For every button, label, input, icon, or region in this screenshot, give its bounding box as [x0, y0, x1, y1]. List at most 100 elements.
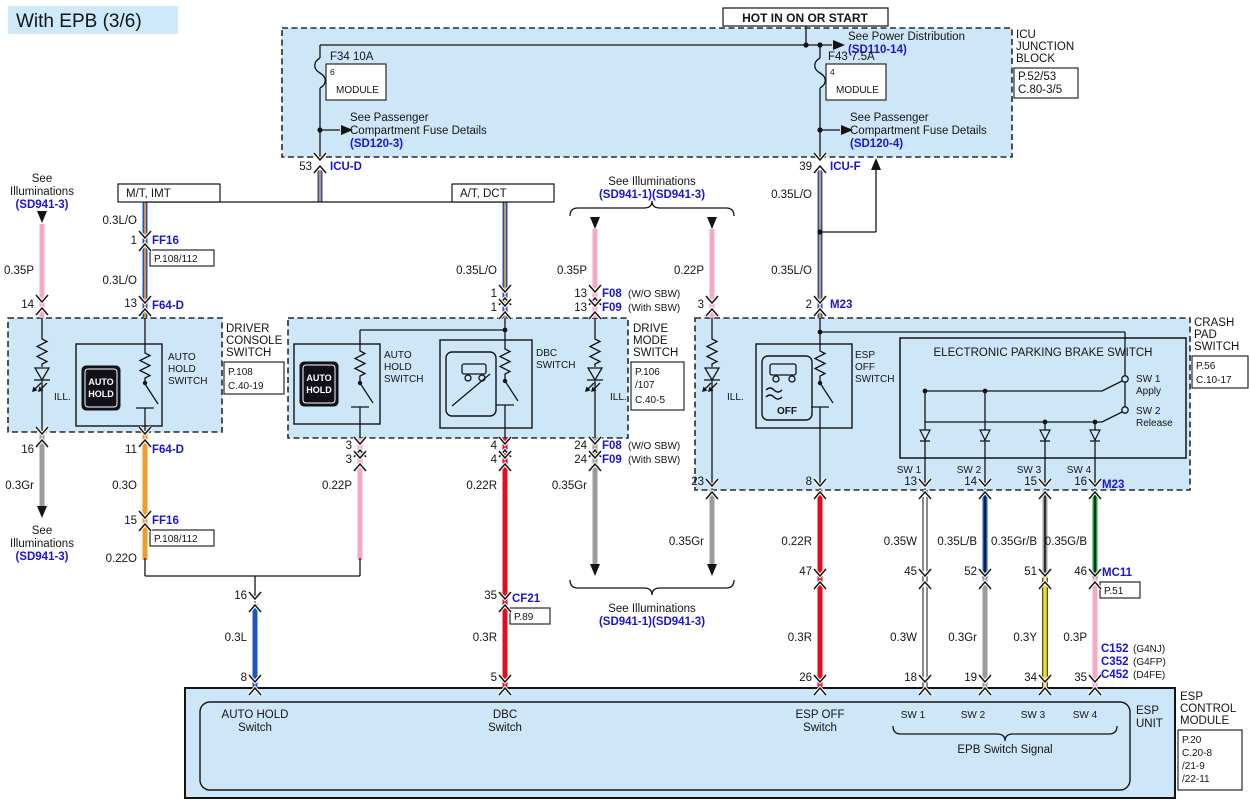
module-name: ESP [1180, 691, 1203, 703]
pin-label: 1 [491, 302, 497, 314]
see-passenger-ref[interactable]: (SD120-3) [350, 138, 403, 150]
page-title: With EPB (3/6) [16, 11, 142, 32]
fuse-module: MODULE [336, 85, 379, 96]
switch-label: SWITCH [855, 374, 894, 385]
see-passenger: See Passenger [850, 112, 929, 124]
pin-label: 14 [21, 299, 34, 311]
auto-hold-button[interactable] [299, 361, 339, 407]
see-illum-ref[interactable]: (SD941-3) [15, 199, 68, 211]
pin-label: 52 [964, 566, 977, 578]
connector-label: F08 [602, 440, 622, 452]
connector-label: ICU-D [330, 161, 362, 173]
see-illum: See [32, 173, 52, 185]
center-illumination-top: See Illuminations (SD941-1)(SD941-3) 0.3… [557, 176, 705, 314]
switch-label: HOLD [168, 364, 196, 375]
see-illum: Illuminations [10, 538, 74, 550]
arrow-down-icon [707, 217, 717, 229]
icu-ref-box [1013, 67, 1079, 99]
illumination-top-left: See Illuminations (SD941-3) 0.35P 14 [4, 173, 74, 311]
sw-col-label: SW 3 [1017, 465, 1042, 476]
esp-off-switch-icon[interactable] [761, 355, 813, 421]
below-crash: 23 0.35Gr 8 0.22R 47 0.3R 26 13 14 15 16… [669, 476, 1166, 684]
see-illum-ref[interactable]: (SD941-3) [15, 551, 68, 563]
esp-input-label: DBC [493, 709, 517, 721]
wire-label: 0.35L/O [456, 265, 497, 277]
pin-label: 13 [574, 302, 587, 314]
ref-box [223, 361, 285, 395]
connector-label: C352 [1101, 656, 1129, 668]
pin-label: 26 [799, 672, 812, 684]
pin-label: 3 [698, 299, 704, 311]
ref-conn: C.20-8 [1182, 748, 1212, 759]
box-name: DRIVER [226, 323, 269, 335]
connector-label: M23 [1102, 479, 1124, 491]
esp-input-label: ESP OFF [796, 709, 845, 721]
driver-console-switch: ILL. AUTO HOLD SWITCH DRIVER CONSOLE SWI… [5, 323, 285, 565]
option-label: A/T, DCT [460, 188, 507, 200]
wire-label: 0.3L [225, 632, 248, 644]
epb-title: ELECTRONIC PARKING BRAKE SWITCH [934, 347, 1153, 359]
symbols [31, 40, 1129, 742]
esp-input-label: Switch [238, 722, 272, 734]
pin-label: 5 [491, 672, 497, 684]
header: With EPB (3/6) HOT IN ON OR START [8, 6, 889, 34]
connector-label: F64-D [152, 300, 184, 312]
pin-label: 53 [299, 161, 312, 173]
auto-hold-button-label: HOLD [88, 389, 114, 399]
switch-label: SWITCH [536, 360, 575, 371]
box-name: CRASH [1194, 317, 1234, 329]
ref-conn: C.40-19 [228, 381, 264, 392]
box-name: MODE [633, 335, 668, 347]
ref-box [1191, 355, 1249, 389]
epb-switch-box [899, 337, 1187, 459]
icu-conn: C.80-3/5 [1018, 84, 1062, 96]
brace-epb-signal [892, 725, 1118, 742]
see-illum-ref[interactable]: (SD941-1)(SD941-3) [599, 189, 705, 201]
see-illum-ref[interactable]: (SD941-1)(SD941-3) [599, 616, 705, 628]
see-passenger-ref[interactable]: (SD120-4) [850, 138, 903, 150]
pin-label: 34 [1024, 672, 1037, 684]
switch-label: HOLD [384, 362, 412, 373]
see-illum: Illuminations [10, 186, 74, 198]
switch-label: AUTO [384, 350, 412, 361]
crash-pad-switch: ILL. ESP OFF SWITCH ELECTRONIC PARKING B… [727, 317, 1249, 476]
pin-label: 16 [21, 444, 34, 456]
ref-page: P.51 [1104, 586, 1124, 597]
connector-label: FF16 [152, 515, 179, 527]
wire-label: 0.22O [106, 553, 137, 565]
dbc-switch-icon[interactable] [445, 351, 497, 417]
icu-junction-block-panel [281, 27, 1013, 158]
esp-input-label: AUTO HOLD [222, 709, 289, 721]
wire-label: 0.3W [890, 632, 917, 644]
connector-suffix: (G4NJ) [1133, 644, 1165, 655]
wire-label: 0.35Gr/B [991, 536, 1037, 548]
pin-label: 8 [806, 476, 812, 488]
hot-box [722, 7, 889, 27]
ref-box [149, 529, 215, 547]
connector-label: C152 [1101, 643, 1129, 655]
arrow-up-icon [871, 158, 881, 170]
connector-suffix: (With SBW) [628, 303, 680, 314]
switch-label: OFF [855, 362, 875, 373]
pin-label: 39 [799, 161, 812, 173]
connector-label: CF21 [512, 593, 541, 605]
see-illum: See [32, 525, 52, 537]
junction-bottom: 16 0.3L 8 35 CF21 P.89 0.3R 5 [225, 590, 551, 684]
option-box-mt [117, 183, 221, 203]
ref-box [149, 249, 215, 267]
ref-conn: C.40-5 [635, 395, 665, 406]
module-name: CONTROL [1180, 703, 1237, 715]
switch-assemblies: AUTO HOLD AUTO HOLD OFF [75, 339, 853, 429]
box-name: PAD [1194, 329, 1217, 341]
pin-label: 11 [125, 444, 137, 456]
ref-box [1177, 729, 1243, 791]
connector-label: M23 [830, 299, 852, 311]
connector-suffix: (W/O SBW) [628, 441, 680, 452]
connector-suffix: (W/O SBW) [628, 289, 680, 300]
lever-label: SW 1 [1136, 374, 1161, 385]
ref-box [509, 607, 551, 625]
auto-hold-button[interactable] [81, 365, 121, 411]
see-power-ref[interactable]: (SD110-14) [848, 44, 907, 56]
esp-unit-label: ESP [1136, 705, 1159, 717]
esp-sw-label: SW 4 [1073, 710, 1098, 721]
